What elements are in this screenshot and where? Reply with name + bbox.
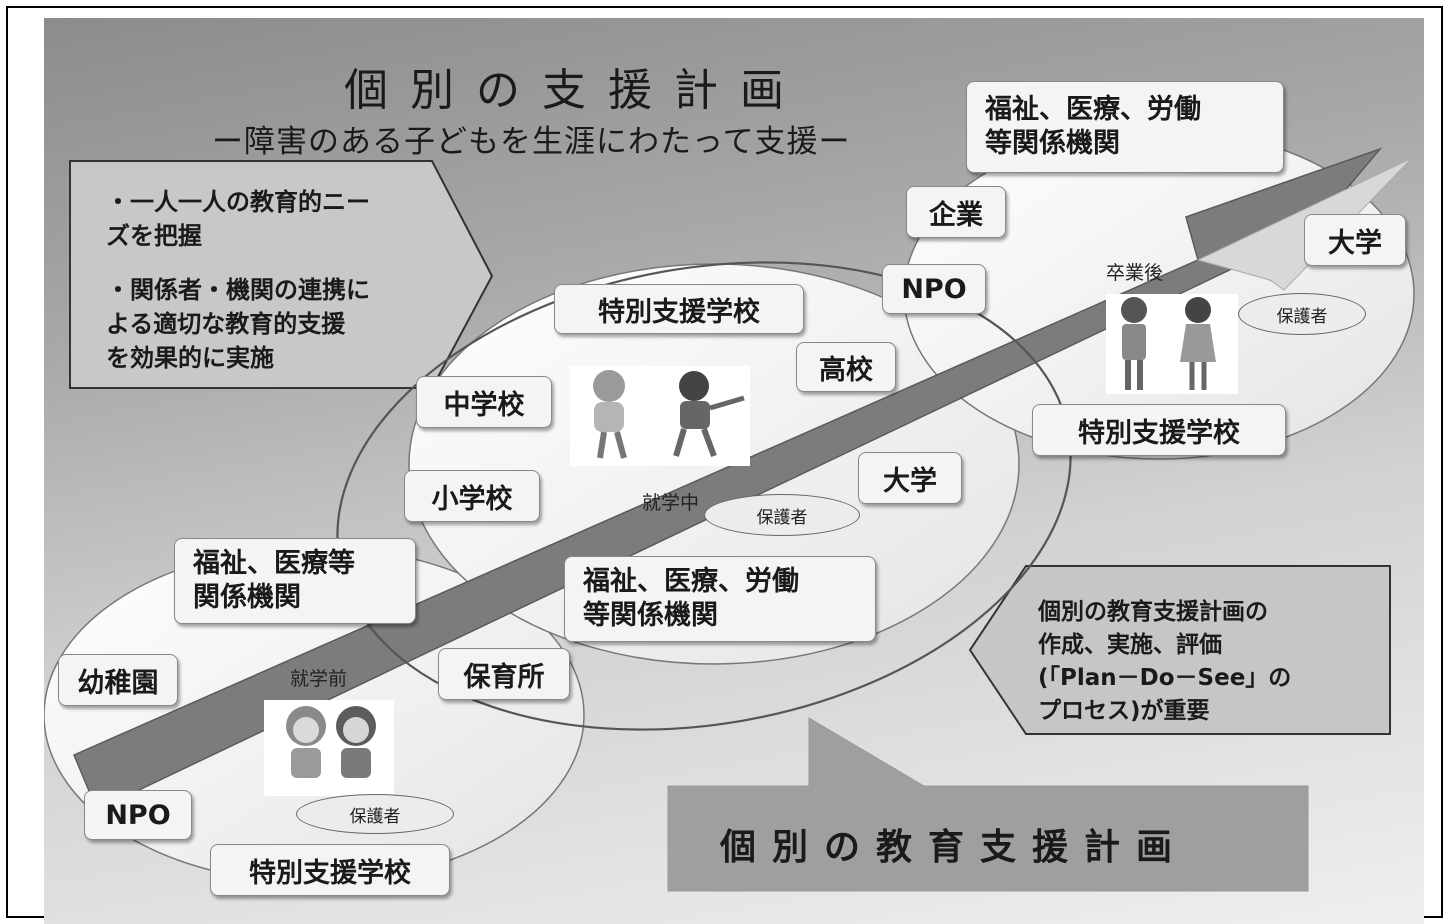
figure-frame: 個別の支援計画 ー障害のある子どもを生涯にわたって支援ー ・一人一人の教育的ニー… — [6, 6, 1443, 924]
post-graduation-people-illustration — [1106, 294, 1238, 394]
page-subtitle: ー障害のある子どもを生涯にわたって支援ー — [212, 124, 851, 160]
left-note-line: を効果的に実施 — [106, 344, 274, 372]
pre-welfare-line: 福祉、医療等 — [193, 548, 355, 579]
in-university-box: 大学 — [858, 452, 962, 504]
post-welfare-line: 等関係機関 — [985, 128, 1120, 159]
right-note-line: 個別の教育支援計画の — [1038, 599, 1268, 625]
in-welfare-line: 福祉、医療、労働 — [583, 566, 799, 597]
right-note-line: プロセス)が重要 — [1038, 698, 1210, 724]
right-note-text: 個別の教育支援計画の 作成、実施、評価 (「Plan－Do－See」の プロセス… — [1038, 596, 1291, 728]
in-welfare-agencies-box: 福祉、医療、労働 等関係機関 — [564, 556, 876, 642]
slide-background: 個別の支援計画 ー障害のある子どもを生涯にわたって支援ー ・一人一人の教育的ニー… — [44, 18, 1424, 924]
left-note-shape — [69, 160, 494, 389]
post-special-school-box: 特別支援学校 — [1032, 404, 1286, 456]
in-welfare-line: 等関係機関 — [583, 600, 718, 631]
right-note-line: 作成、実施、評価 — [1038, 632, 1222, 658]
page-title: 個別の支援計画 — [344, 65, 806, 116]
in-special-school-box: 特別支援学校 — [554, 284, 804, 334]
post-guardian-badge: 保護者 — [1238, 293, 1366, 335]
in-school-stage-label: 就学中 — [642, 492, 700, 514]
pre-special-school-box: 特別支援学校 — [210, 844, 450, 896]
left-note-line: よる適切な教育的支援 — [106, 310, 346, 338]
right-note-line: (「Plan－Do－See」の — [1038, 665, 1292, 691]
in-school-children-illustration — [570, 366, 750, 466]
left-note-line: ズを把握 — [106, 222, 202, 250]
pre-welfare-line: 関係機関 — [193, 582, 301, 613]
pre-npo-box: NPO — [84, 790, 192, 840]
post-welfare-line: 福祉、医療、労働 — [985, 94, 1201, 125]
bottom-callout-shape — [667, 717, 1309, 892]
post-company-box: 企業 — [906, 186, 1006, 238]
left-note-text: ・一人一人の教育的ニー ズを把握 ・関係者・機関の連携に よる適切な教育的支援 … — [106, 185, 370, 375]
post-npo-box: NPO — [882, 264, 986, 314]
post-university-box: 大学 — [1304, 214, 1406, 266]
right-note-shape — [968, 565, 1391, 735]
post-welfare-agencies-box: 福祉、医療、労働 等関係機関 — [966, 81, 1284, 173]
bottom-banner-label: 個別の教育支援計画 — [720, 827, 1189, 868]
left-note-line: ・関係者・機関の連携に — [106, 276, 370, 304]
pre-school-children-illustration — [264, 700, 394, 796]
pre-school-stage-label: 就学前 — [290, 668, 348, 690]
pre-guardian-badge: 保護者 — [296, 794, 454, 834]
pre-nursery-box: 保育所 — [438, 648, 570, 700]
in-high-school-box: 高校 — [796, 342, 896, 392]
pre-kindergarten-box: 幼稚園 — [58, 654, 178, 706]
in-guardian-badge: 保護者 — [704, 494, 860, 536]
in-elementary-box: 小学校 — [404, 470, 540, 522]
pre-welfare-agencies-box: 福祉、医療等 関係機関 — [174, 538, 416, 624]
in-junior-high-box: 中学校 — [416, 376, 552, 428]
left-note-line: ・一人一人の教育的ニー — [106, 188, 370, 216]
post-graduation-stage-label: 卒業後 — [1106, 262, 1164, 284]
